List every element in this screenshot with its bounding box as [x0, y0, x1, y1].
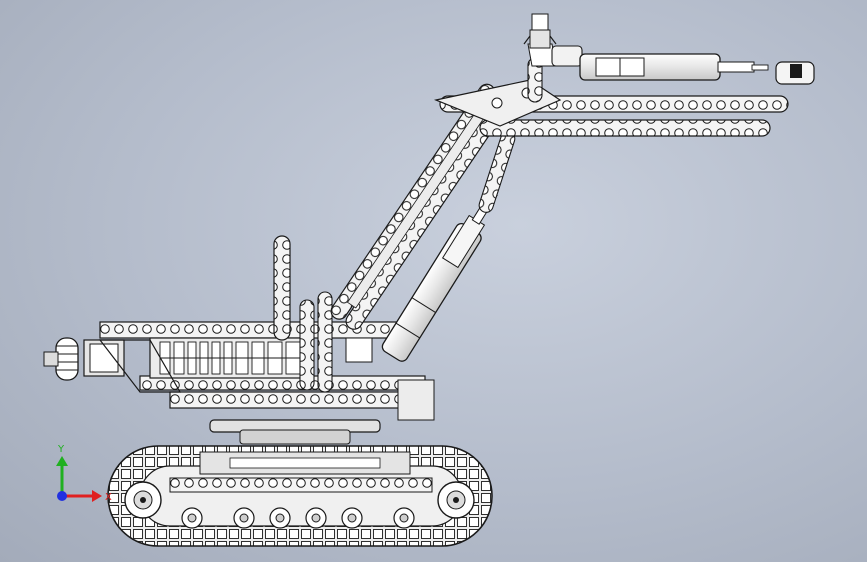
rear-motor-hub [83, 339, 182, 393]
rear-gear [43, 337, 79, 381]
drive-sprocket-left [124, 481, 162, 519]
x-axis-label: X [105, 492, 112, 503]
arm-hydraulic-cylinder[interactable] [551, 45, 815, 85]
vertical-mast[interactable] [273, 235, 333, 393]
x-axis-arrowhead [92, 490, 102, 502]
upper-chassis[interactable] [43, 321, 435, 421]
z-axis-dot [57, 491, 67, 501]
drive-sprocket-right [437, 481, 475, 519]
horizontal-arm[interactable] [433, 79, 789, 137]
gearbox [159, 341, 303, 375]
road-wheels [181, 507, 415, 529]
top-pivot [523, 13, 557, 103]
y-axis-label: Y [57, 444, 65, 455]
coordinate-triad: X Y [56, 444, 112, 503]
crawler-track[interactable] [107, 445, 493, 547]
y-axis-arrowhead [56, 456, 68, 466]
figure-minifig [523, 13, 557, 49]
main-boom[interactable] [328, 81, 513, 332]
turntable[interactable] [209, 419, 381, 445]
